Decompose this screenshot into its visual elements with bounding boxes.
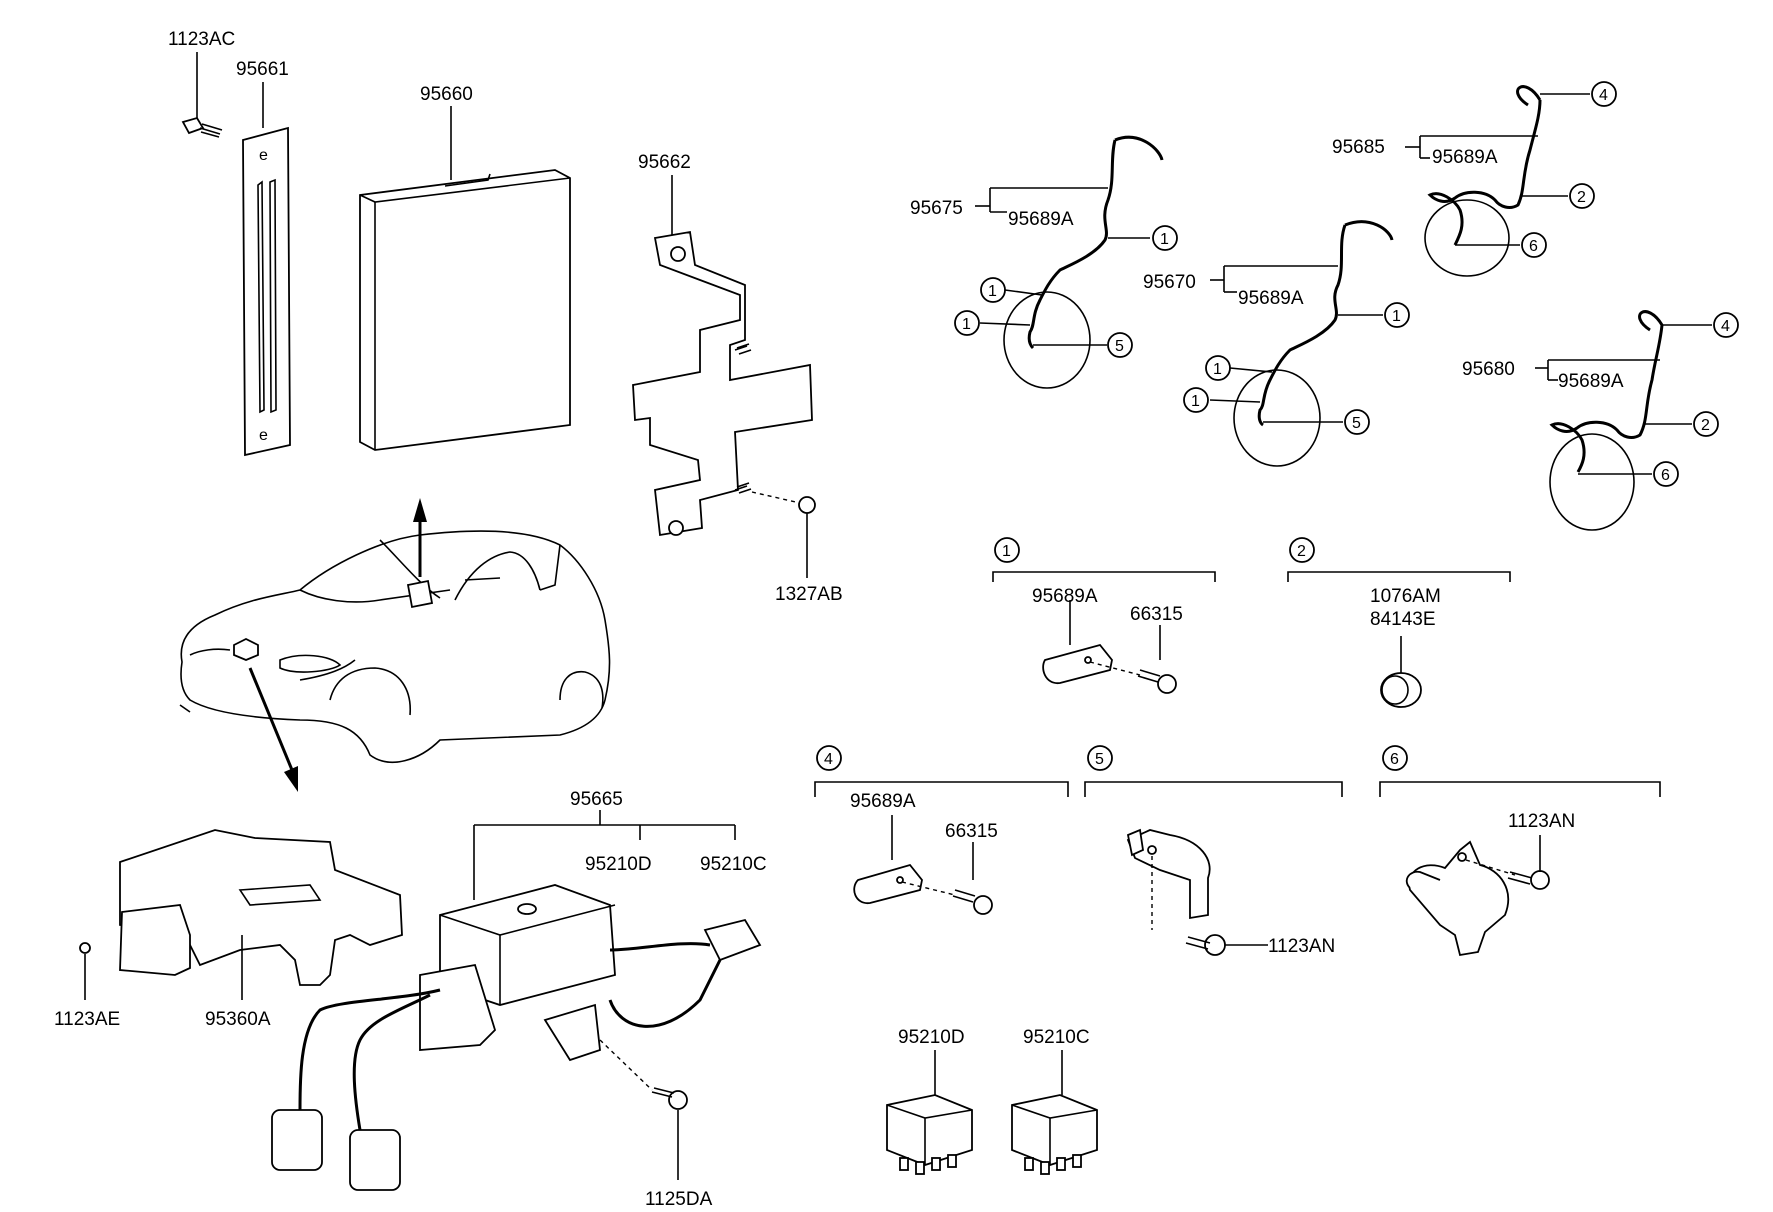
harness-callouts: 1 1 1 5 1 1 1 5 4 2 6 4 2 6	[954, 81, 1739, 487]
svg-text:5: 5	[1115, 338, 1124, 355]
label-detail1-bolt: 66315	[1130, 604, 1183, 625]
detail-5: 5	[1084, 745, 1343, 956]
module-95660	[359, 106, 571, 451]
label-detail6-bolt: 1123AN	[1508, 811, 1575, 832]
label-detail4-part: 95689A	[850, 791, 916, 812]
label-detail5-bolt: 1123AN	[1268, 936, 1335, 957]
label-95210D-top: 95210D	[585, 854, 652, 875]
label-95675: 95675	[910, 198, 963, 219]
svg-text:1: 1	[1002, 543, 1011, 560]
relay-assembly-95665	[271, 810, 762, 1191]
svg-text:6: 6	[1390, 751, 1399, 768]
svg-text:1: 1	[1191, 393, 1200, 410]
label-95675-sub: 95689A	[1008, 209, 1074, 230]
svg-text:1: 1	[1392, 308, 1401, 325]
harness-95685	[1405, 85, 1590, 277]
svg-text:2: 2	[1701, 417, 1710, 434]
label-95662: 95662	[638, 152, 691, 173]
car-illustration	[179, 498, 611, 792]
label-detail2-line1: 1076AM	[1370, 586, 1441, 607]
label-95360A: 95360A	[205, 1009, 271, 1030]
svg-text:1: 1	[962, 316, 971, 333]
harness-95670	[1209, 220, 1394, 467]
relay-95210C	[1011, 1050, 1098, 1175]
svg-text:1: 1	[1213, 361, 1222, 378]
label-1125DA: 1125DA	[645, 1189, 713, 1210]
svg-text:4: 4	[1599, 87, 1608, 104]
label-95660: 95660	[420, 84, 473, 105]
svg-text:e: e	[259, 147, 268, 164]
label-detail4-bolt: 66315	[945, 821, 998, 842]
svg-text:4: 4	[1721, 318, 1730, 335]
label-95670: 95670	[1143, 272, 1196, 293]
svg-text:6: 6	[1529, 238, 1538, 255]
svg-text:1: 1	[1160, 231, 1169, 248]
label-95665: 95665	[570, 789, 623, 810]
svg-text:1: 1	[988, 283, 997, 300]
label-95685-sub: 95689A	[1432, 147, 1498, 168]
svg-text:4: 4	[824, 751, 833, 768]
label-detail2-line2: 84143E	[1370, 609, 1436, 630]
relay-95210D	[886, 1050, 973, 1175]
detail-4: 4	[814, 745, 1069, 915]
label-95661: 95661	[236, 59, 289, 80]
label-relay-95210D: 95210D	[898, 1027, 965, 1048]
label-relay-95210C: 95210C	[1023, 1027, 1090, 1048]
svg-text:5: 5	[1352, 415, 1361, 432]
label-95685: 95685	[1332, 137, 1385, 158]
harness-95680	[1535, 310, 1712, 531]
label-95670-sub: 95689A	[1238, 288, 1304, 309]
label-95680-sub: 95689A	[1558, 371, 1624, 392]
label-1123AE: 1123AE	[54, 1009, 120, 1030]
svg-text:6: 6	[1661, 467, 1670, 484]
bracket-95360A	[79, 829, 403, 1000]
svg-text:5: 5	[1095, 751, 1104, 768]
svg-text:2: 2	[1577, 189, 1586, 206]
bracket-95662	[632, 175, 816, 578]
label-1123AC: 1123AC	[168, 29, 235, 50]
screw-1123AC	[181, 52, 223, 138]
detail-6: 6	[1379, 745, 1661, 957]
label-detail1-part: 95689A	[1032, 586, 1098, 607]
detail-1: 1	[992, 537, 1216, 694]
label-1327AB: 1327AB	[775, 584, 843, 605]
svg-text:2: 2	[1297, 543, 1306, 560]
label-95680: 95680	[1462, 359, 1515, 380]
harness-95675	[975, 135, 1164, 389]
bracket-95661: e e	[242, 82, 291, 457]
detail-2: 2	[1287, 537, 1511, 708]
svg-text:e: e	[259, 427, 268, 444]
label-95210C-top: 95210C	[700, 854, 767, 875]
